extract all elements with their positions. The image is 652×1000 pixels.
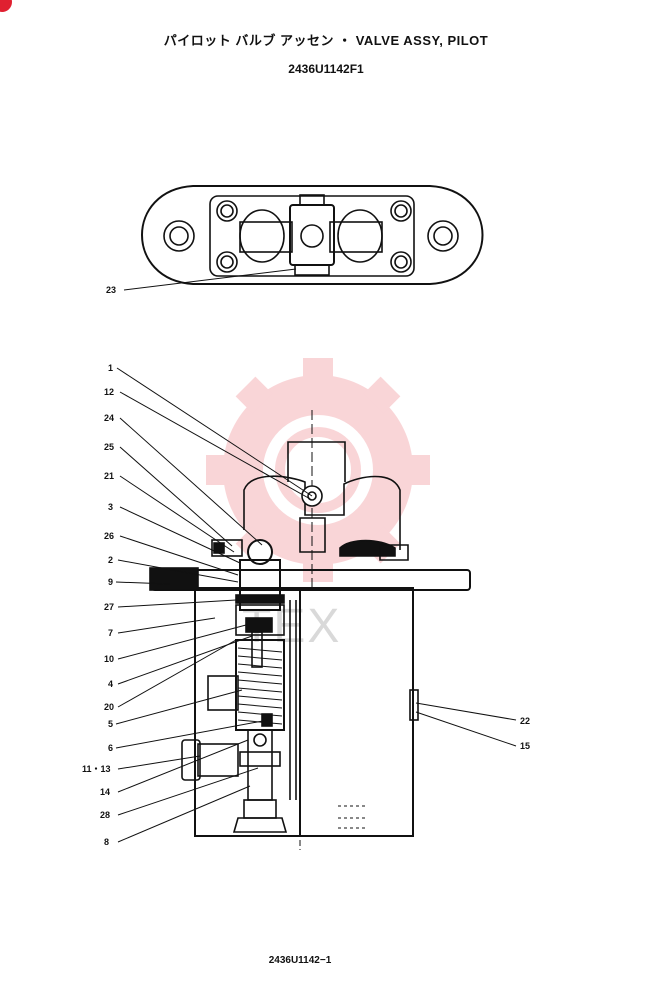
callout-4: 4 xyxy=(108,679,113,689)
callout-9: 9 xyxy=(108,577,113,587)
corner-mark xyxy=(0,0,12,12)
callout-15: 15 xyxy=(520,741,530,751)
callout-23: 23 xyxy=(106,285,116,295)
callout-3: 3 xyxy=(108,502,113,512)
callout-2: 2 xyxy=(108,555,113,565)
callout-5: 5 xyxy=(108,719,113,729)
callout-1: 1 xyxy=(108,363,113,373)
callout-22: 22 xyxy=(520,716,530,726)
callout-25: 25 xyxy=(104,442,114,452)
callout-10: 10 xyxy=(104,654,114,664)
watermark-logo xyxy=(206,358,430,582)
callout-24: 24 xyxy=(104,413,114,423)
callout-28: 28 xyxy=(100,810,110,820)
callout-11-13: 11・13 xyxy=(82,764,111,774)
top-view xyxy=(141,185,484,285)
part-number: 2436U1142F1 xyxy=(288,62,364,76)
leader-lines xyxy=(115,268,517,843)
callout-7: 7 xyxy=(108,628,113,638)
callout-8: 8 xyxy=(104,837,109,847)
section-view xyxy=(149,410,471,850)
page-title: パイロット バルブ アッセン ・ VALVE ASSY, PILOT xyxy=(163,33,489,48)
callout-21: 21 xyxy=(104,471,114,481)
callout-26: 26 xyxy=(104,531,114,541)
footer-code: 2436U1142−1 xyxy=(268,955,332,966)
callout-14: 14 xyxy=(100,787,110,797)
callout-12: 12 xyxy=(104,387,114,397)
callout-6: 6 xyxy=(108,743,113,753)
callout-20: 20 xyxy=(104,702,114,712)
callout-27: 27 xyxy=(104,602,114,612)
